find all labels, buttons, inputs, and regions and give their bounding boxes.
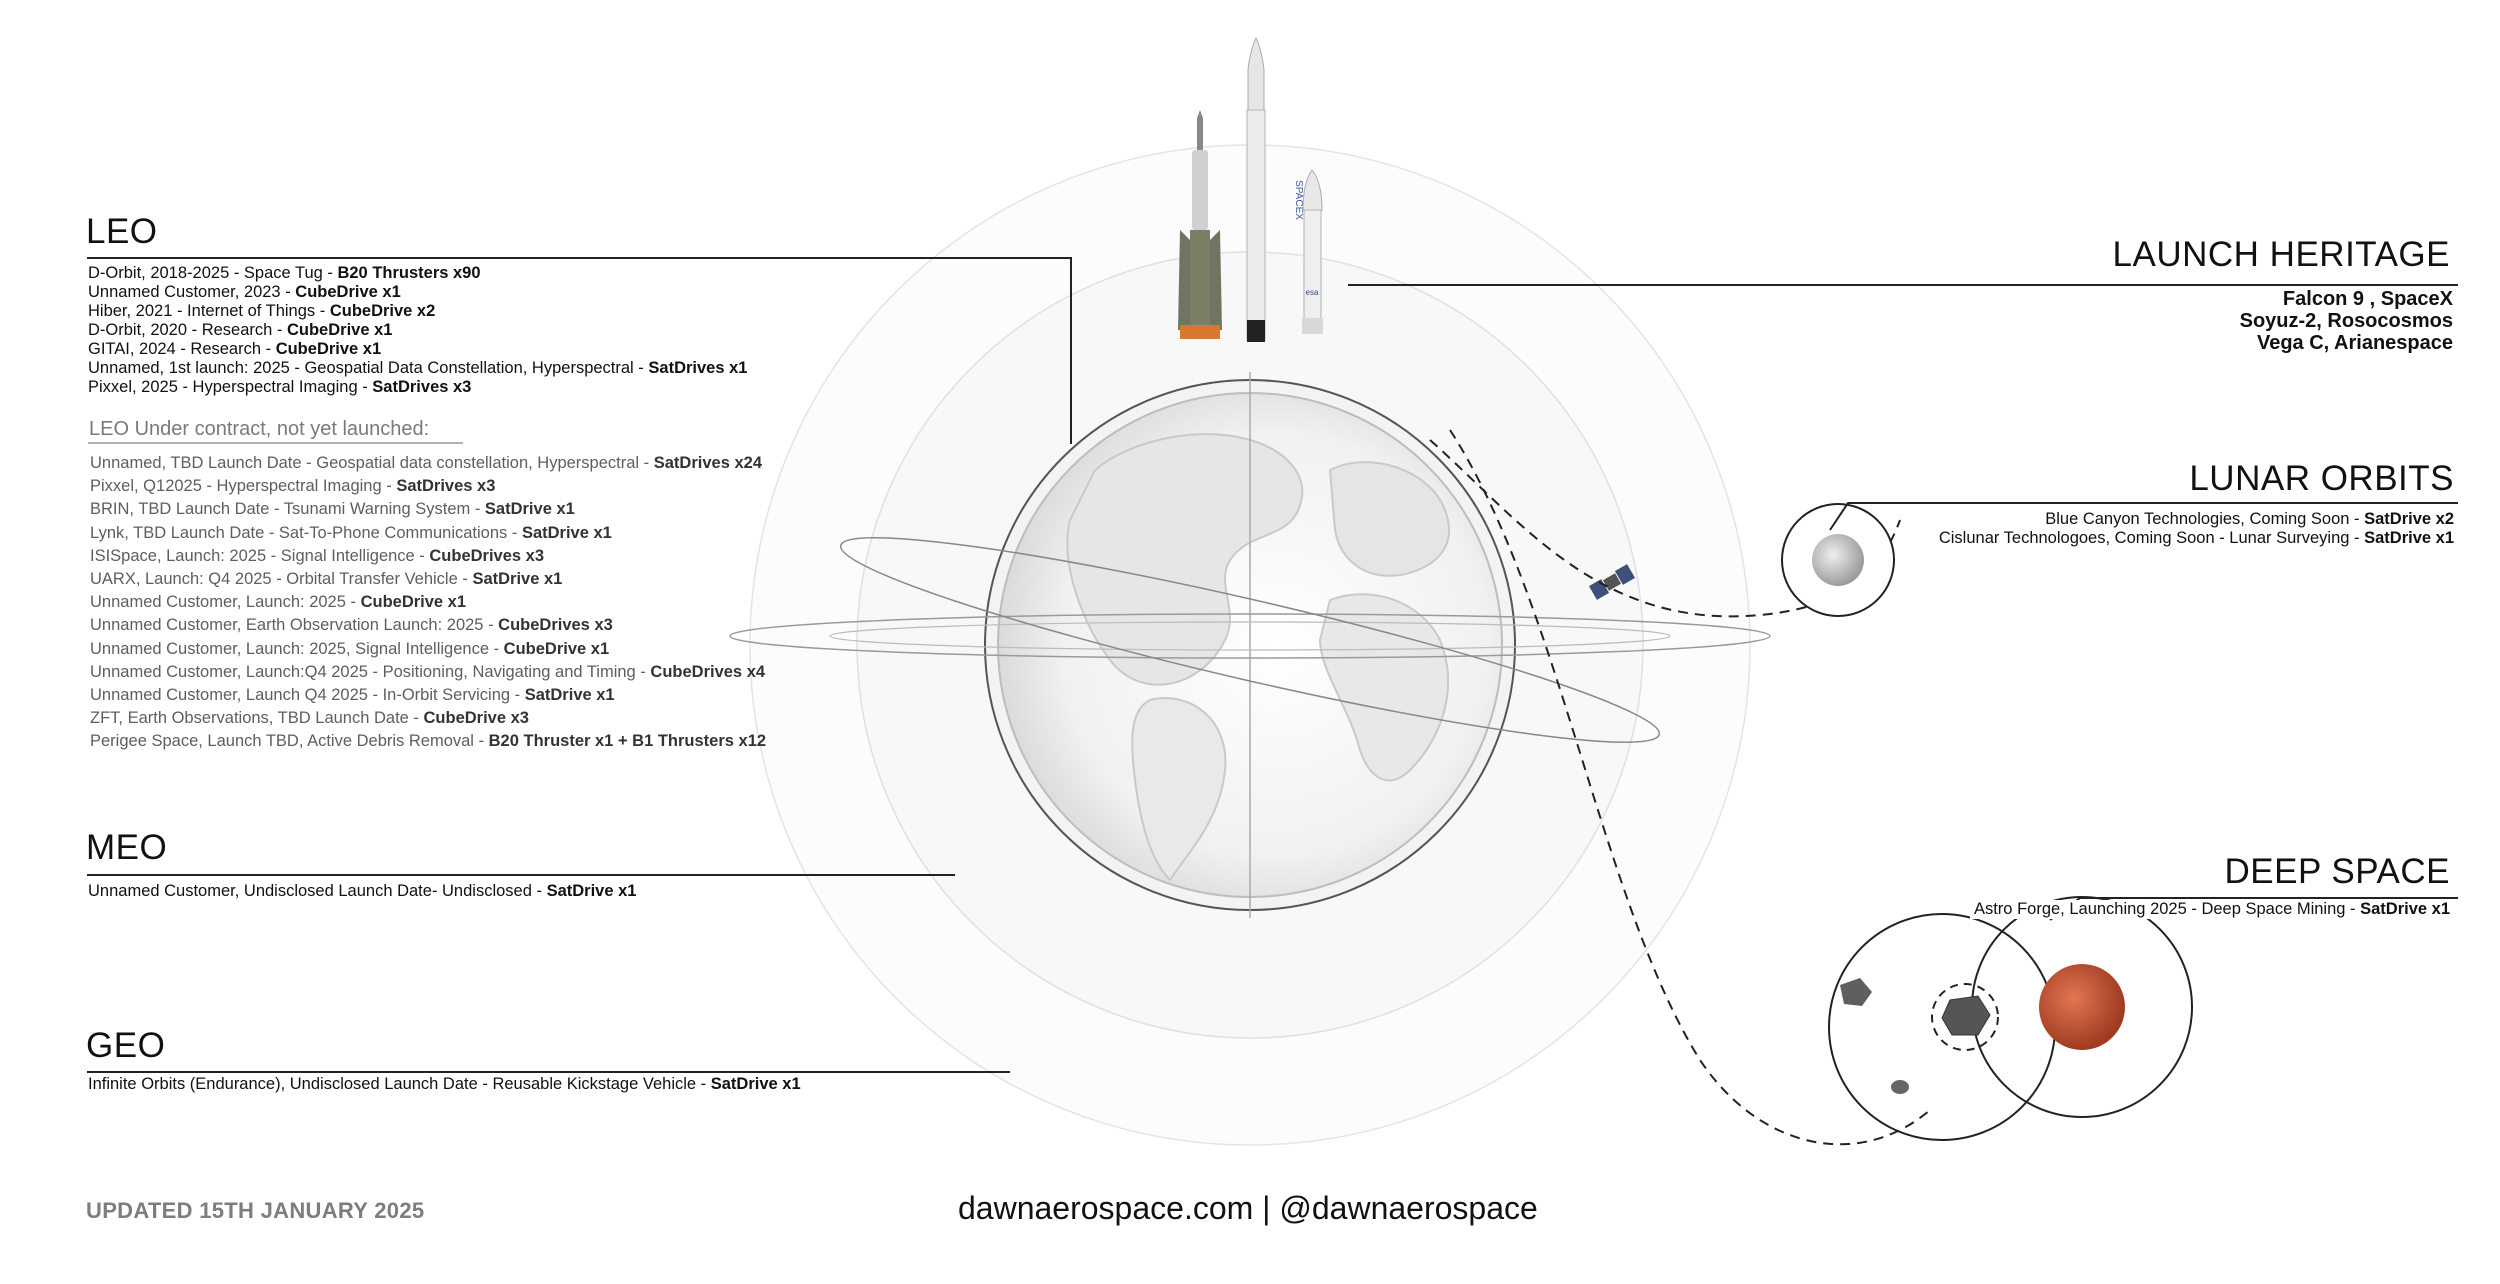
list-item: Infinite Orbits (Endurance), Undisclosed… (88, 1075, 801, 1093)
list-item: Unnamed Customer, 2023 - CubeDrive x1 (88, 283, 401, 301)
inclined-orbit (839, 537, 1661, 743)
mars-icon (2039, 964, 2125, 1050)
list-item: Unnamed Customer, Launch:Q4 2025 - Posit… (90, 662, 766, 681)
leo-connector-line (87, 257, 1072, 444)
list-item: Unnamed, TBD Launch Date - Geospatial da… (90, 454, 762, 472)
list-item: D-Orbit, 2020 - Research - CubeDrive x1 (88, 321, 393, 339)
list-item: Soyuz-2, Rosocosmos (2239, 310, 2453, 332)
asteroid-field-circle (1828, 913, 2056, 1141)
updated-date: UPDATED 15TH JANUARY 2025 (86, 1198, 425, 1223)
falcon9-rocket-icon: SPACEX (1246, 36, 1304, 342)
list-item: Unnamed Customer, Launch: 2025, Signal I… (90, 639, 610, 658)
website-link[interactable]: dawnaerospace.com | @dawnaerospace (958, 1190, 1538, 1226)
asteroid-target-circle (1931, 983, 1999, 1051)
list-item: Blue Canyon Technologies, Coming Soon - … (2045, 510, 2454, 528)
list-item: Vega C, Arianespace (2256, 332, 2453, 354)
meo-heading: MEO (86, 828, 168, 867)
list-item: BRIN, TBD Launch Date - Tsunami Warning … (90, 500, 575, 519)
lunar-connector-line (1829, 502, 2458, 531)
list-item: Pixxel, Q12025 - Hyperspectral Imaging -… (90, 477, 496, 496)
list-item: D-Orbit, 2018-2025 - Space Tug - B20 Thr… (88, 264, 481, 282)
list-item: Hiber, 2021 - Internet of Things - CubeD… (88, 302, 436, 320)
earth-globe (997, 372, 1503, 918)
leo-under-contract-list: Unnamed, TBD Launch Date - Geospatial da… (90, 452, 766, 754)
list-item: Falcon 9 , SpaceX (2282, 288, 2453, 310)
geo-heading: GEO (86, 1026, 166, 1065)
list-item: Cislunar Technologoes, Coming Soon - Lun… (1938, 529, 2454, 547)
list-item: Astro Forge, Launching 2025 - Deep Space… (1973, 900, 2450, 918)
list-item: Unnamed Customer, Earth Observation Laun… (90, 616, 613, 635)
lunar-orbits-heading: LUNAR ORBITS (2189, 459, 2454, 498)
moon-icon (1812, 534, 1864, 586)
leo-heading: LEO (86, 212, 158, 251)
launch-heritage-heading: LAUNCH HERITAGE (2112, 235, 2450, 274)
equatorial-orbit-inner (829, 621, 1671, 651)
deep-space-trajectory (1449, 429, 1931, 1146)
esa-logo: esa (1306, 288, 1319, 297)
equatorial-orbit-outer (729, 613, 1771, 659)
vega-rocket-icon: esa (1302, 169, 1323, 334)
list-item: Perigee Space, Launch TBD, Active Debris… (90, 732, 767, 751)
lunar-list: Blue Canyon Technologies, Coming Soon - … (1939, 510, 2454, 548)
list-item: GITAI, 2024 - Research - CubeDrive x1 (88, 340, 382, 358)
geo-list: Infinite Orbits (Endurance), Undisclosed… (88, 1075, 801, 1094)
list-item: Lynk, TBD Launch Date - Sat-To-Phone Com… (90, 523, 612, 542)
leo-under-contract-heading: LEO Under contract, not yet launched: (89, 418, 430, 440)
soyuz-rocket-icon (1178, 110, 1222, 339)
list-item: Unnamed, 1st launch: 2025 - Geospatial D… (88, 359, 748, 377)
list-item: Unnamed Customer, Undisclosed Launch Dat… (88, 882, 637, 900)
list-item: UARX, Launch: Q4 2025 - Orbital Transfer… (90, 570, 563, 589)
deep-space-list: Astro Forge, Launching 2025 - Deep Space… (1969, 900, 2450, 919)
asteroid-icon (1840, 978, 1991, 1094)
list-item: Unnamed Customer, Launch: 2025 - CubeDri… (90, 593, 467, 612)
launch-heritage-list: Falcon 9 , SpaceX Soyuz-2, Rosocosmos Ve… (2240, 288, 2453, 354)
list-item: Unnamed Customer, Launch Q4 2025 - In-Or… (90, 686, 615, 705)
leo-launched-list: D-Orbit, 2018-2025 - Space Tug - B20 Thr… (88, 264, 747, 397)
meo-list: Unnamed Customer, Undisclosed Launch Dat… (88, 882, 636, 901)
list-item: ZFT, Earth Observations, TBD Launch Date… (90, 709, 529, 728)
list-item: Pixxel, 2025 - Hyperspectral Imaging - S… (88, 378, 472, 396)
spacex-logo: SPACEX (1293, 180, 1304, 220)
deep-space-heading: DEEP SPACE (2224, 852, 2450, 891)
list-item: ISISpace, Launch: 2025 - Signal Intellig… (90, 546, 545, 565)
